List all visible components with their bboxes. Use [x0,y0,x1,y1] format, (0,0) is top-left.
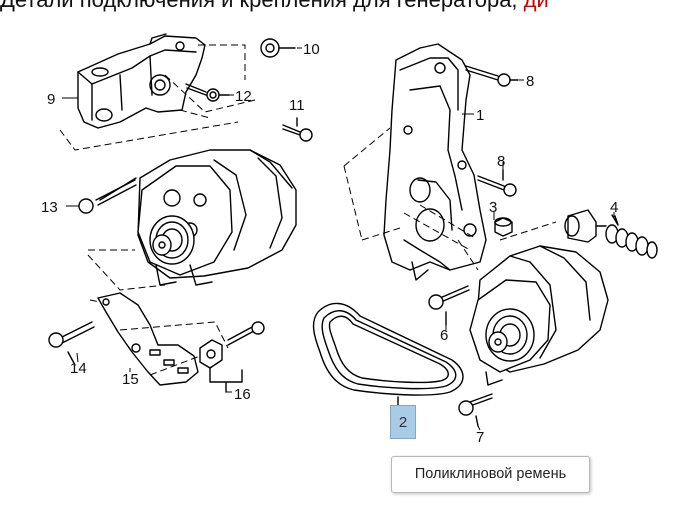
bolt-8-middle[interactable] [477,169,517,197]
highlighted-callout-2[interactable]: 2 [390,405,416,439]
bolt-13[interactable] [78,177,137,214]
callout-labels: 9 10 12 11 8 1 8 3 4 13 14 15 16 6 7 [41,41,618,446]
callout-4: 4 [610,199,618,216]
page-title: Детали подключения и крепления для генер… [0,0,675,12]
bracket-9[interactable] [77,33,206,129]
alternator-left[interactable] [137,149,297,286]
bolt-7[interactable] [458,393,493,427]
callout-8-top: 8 [526,73,534,90]
callout-7: 7 [476,429,484,446]
callout-1: 1 [476,107,484,124]
bushing-3[interactable] [494,217,513,237]
bolt-14[interactable] [48,321,95,366]
part-tooltip: Поликлиновой ремень [391,456,590,493]
callout-13: 13 [41,199,58,216]
washer-10[interactable] [260,38,296,58]
callout-6: 6 [440,327,448,344]
callout-12: 12 [235,88,252,105]
bolt-8-top[interactable] [465,65,519,87]
title-text-tail: ди [524,0,549,12]
bracket-15[interactable] [97,292,199,386]
callout-16: 16 [234,386,251,403]
callout-10: 10 [303,41,320,58]
alternator-right[interactable] [469,245,609,386]
callout-15: 15 [122,371,139,388]
ribbed-belt-2[interactable] [312,302,464,409]
callout-8-middle: 8 [497,153,505,170]
title-text: Детали подключения и крепления для генер… [0,0,524,12]
leader-lines [62,47,615,431]
bolt-6[interactable] [428,285,470,326]
callout-9: 9 [47,91,55,108]
callout-11: 11 [289,97,305,114]
nut-bolt-16[interactable] [199,321,265,393]
callout-14: 14 [70,360,87,377]
bracket-1[interactable] [383,43,487,281]
tensioner-4[interactable] [564,209,658,259]
bolt-11[interactable] [282,117,313,142]
callout-3: 3 [489,199,497,216]
bolt-12[interactable] [185,83,230,102]
